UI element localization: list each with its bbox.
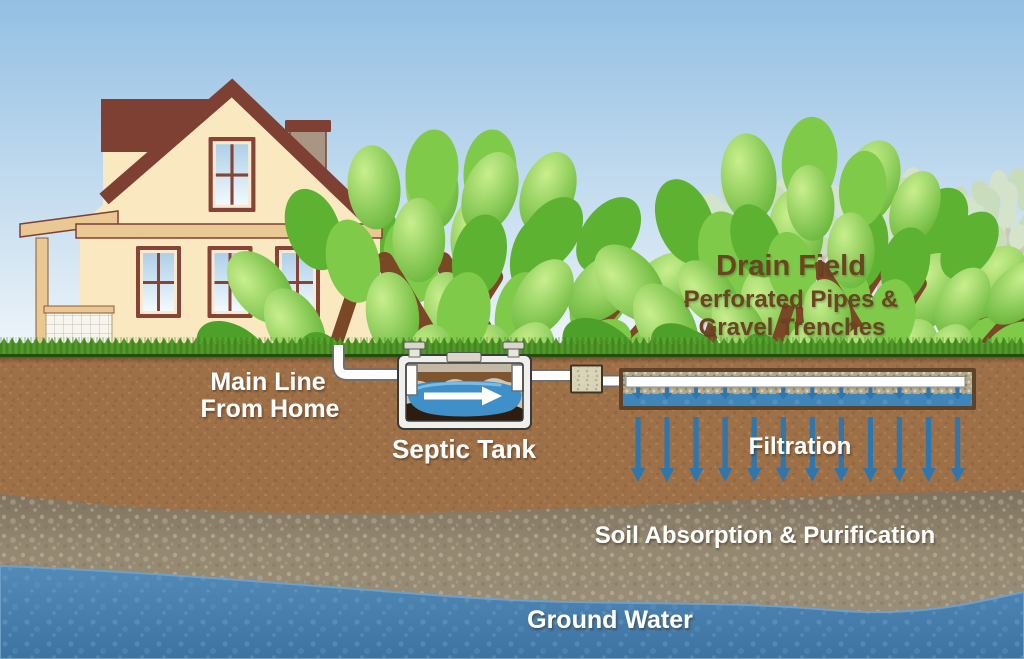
ground-water-label: Ground Water bbox=[527, 606, 693, 634]
drain-field-title: Drain Field bbox=[716, 250, 866, 282]
drain-field-sub-1: Perforated Pipes & bbox=[684, 286, 899, 313]
filtration-arrow bbox=[630, 417, 646, 482]
drain-field-trench bbox=[619, 368, 976, 410]
labels: Main Line From Home Septic Tank Drain Fi… bbox=[201, 250, 936, 634]
gable-window bbox=[208, 137, 256, 212]
filtration-arrow bbox=[688, 417, 704, 482]
filtration-arrow bbox=[805, 417, 820, 482]
tank-risers bbox=[403, 341, 525, 358]
tank-lid-band bbox=[406, 363, 523, 372]
filtration-arrow bbox=[950, 417, 965, 482]
filtration-arrow bbox=[921, 417, 936, 482]
tank-flow-arrow bbox=[424, 386, 502, 406]
drip-arrow bbox=[690, 387, 702, 400]
filtration-arrow bbox=[863, 417, 878, 482]
drip-arrow bbox=[952, 387, 963, 400]
filtration-arrows bbox=[630, 417, 965, 482]
lattice-rail bbox=[43, 305, 115, 314]
septic-tank bbox=[397, 341, 532, 430]
drip-arrow bbox=[894, 387, 905, 400]
drip-arrow bbox=[865, 387, 876, 400]
pipe-drip-arrows bbox=[632, 387, 963, 400]
filtration-arrow bbox=[776, 417, 791, 482]
filtration-arrow bbox=[659, 417, 675, 482]
main-line-label-1: Main Line bbox=[210, 368, 325, 396]
filtration-arrow bbox=[717, 417, 733, 482]
tank-inlet-pipe bbox=[405, 364, 418, 396]
drip-arrow bbox=[661, 387, 673, 400]
drip-arrow bbox=[719, 387, 731, 400]
drip-arrow bbox=[807, 387, 818, 400]
perforated-pipe bbox=[625, 376, 966, 388]
filtration-arrow bbox=[834, 417, 849, 482]
tank-scum bbox=[406, 372, 523, 386]
drain-field-sub-2: Gravel Trenches bbox=[699, 314, 886, 341]
soil-absorption-label: Soil Absorption & Purification bbox=[595, 522, 935, 549]
drip-arrow bbox=[749, 387, 760, 400]
filtration-arrow bbox=[746, 417, 762, 482]
septic-tank-label: Septic Tank bbox=[392, 434, 537, 464]
main-line-label-2: From Home bbox=[201, 395, 340, 423]
filtration-arrow bbox=[892, 417, 907, 482]
tank-outlet-riser bbox=[511, 364, 524, 392]
main-line-pipe bbox=[332, 345, 400, 381]
distribution-box bbox=[570, 364, 603, 394]
drip-arrow bbox=[836, 387, 847, 400]
filtration-label: Filtration bbox=[749, 433, 852, 460]
window-1 bbox=[136, 246, 181, 318]
drip-arrow bbox=[632, 387, 644, 400]
roof bbox=[99, 78, 385, 236]
drip-arrow bbox=[923, 387, 934, 400]
drip-arrow bbox=[778, 387, 789, 400]
tank-access-hatch bbox=[446, 352, 482, 363]
